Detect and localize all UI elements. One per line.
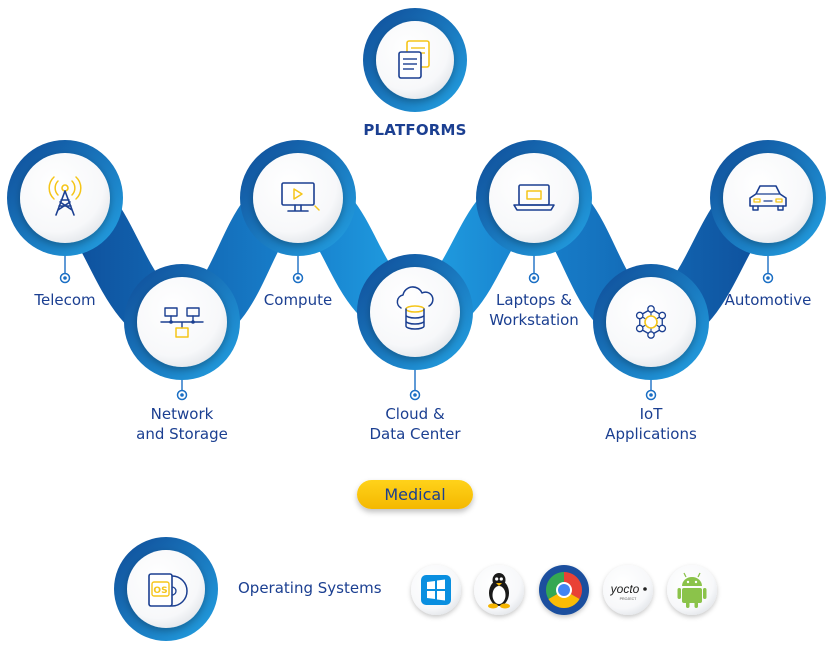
desktop-monitor-icon bbox=[281, 182, 320, 212]
linux-tux-icon[interactable] bbox=[474, 565, 524, 615]
platform-label-compute: Compute bbox=[264, 290, 332, 310]
medical-pill[interactable]: Medical bbox=[357, 480, 473, 509]
marker-dot-center bbox=[649, 393, 653, 397]
platform-node-telecom[interactable] bbox=[7, 140, 123, 284]
android-leg bbox=[694, 601, 698, 608]
android-arm bbox=[703, 588, 707, 599]
marker-dot-center bbox=[413, 393, 417, 397]
platform-label-cloud-data-center: Cloud & Data Center bbox=[369, 404, 460, 444]
android-eye bbox=[694, 580, 698, 584]
laptop-icon bbox=[513, 184, 555, 211]
platform-node-iot-applications[interactable] bbox=[593, 264, 709, 401]
label-line: Network bbox=[150, 405, 214, 423]
tux-beak bbox=[496, 583, 502, 586]
android-logo-icon[interactable] bbox=[667, 565, 717, 615]
tux-foot bbox=[488, 603, 498, 609]
android-head bbox=[682, 577, 702, 586]
label-line: and Storage bbox=[136, 425, 228, 443]
chrome-logo-icon[interactable] bbox=[539, 565, 589, 615]
android-body bbox=[682, 588, 702, 603]
platforms-title: PLATFORMS bbox=[363, 121, 467, 139]
yocto-wordmark: yocto bbox=[610, 582, 640, 596]
platform-label-laptops-workstation: Laptops & Workstation bbox=[489, 290, 579, 330]
network-icon bbox=[160, 307, 204, 338]
node-face bbox=[723, 153, 813, 243]
platform-node-automotive[interactable] bbox=[710, 140, 826, 284]
node-face bbox=[20, 153, 110, 243]
label-line: Laptops & bbox=[496, 291, 572, 309]
tux-belly bbox=[492, 586, 506, 604]
platform-node-cloud-data-center[interactable] bbox=[357, 254, 473, 401]
chrome-center bbox=[558, 584, 570, 596]
windows-logo-icon[interactable] bbox=[411, 565, 461, 615]
tux-eye bbox=[499, 577, 503, 581]
os-badge-text: OS bbox=[153, 586, 167, 596]
label-line: Applications bbox=[605, 425, 697, 443]
marker-dot-center bbox=[180, 393, 184, 397]
tux-eye bbox=[495, 577, 499, 581]
label-line: Automotive bbox=[724, 291, 812, 309]
platform-label-iot-applications: IoT Applications bbox=[605, 404, 697, 444]
chrome-yellow bbox=[548, 590, 580, 609]
windows-panes bbox=[427, 579, 445, 601]
label-line: Data Center bbox=[369, 425, 461, 443]
documents-icon bbox=[398, 40, 430, 79]
yocto-dot bbox=[643, 587, 647, 591]
windows-tile bbox=[421, 575, 451, 605]
platforms-badge bbox=[363, 8, 467, 112]
platform-node-compute[interactable] bbox=[240, 140, 356, 284]
android-arm bbox=[677, 588, 681, 599]
label-line: Cloud & bbox=[385, 405, 445, 423]
platform-node-network-storage[interactable] bbox=[124, 264, 240, 401]
android-antenna bbox=[683, 572, 701, 578]
cloud-database-icon bbox=[396, 286, 434, 330]
label-line: IoT bbox=[639, 405, 663, 423]
marker-dot-center bbox=[296, 276, 300, 280]
yocto-subtext: PROJECT bbox=[620, 597, 638, 601]
marker-dot-center bbox=[63, 276, 67, 280]
android-leg bbox=[686, 601, 690, 608]
os-disc-icon: OS bbox=[148, 573, 188, 607]
label-line: Compute bbox=[263, 291, 333, 309]
platform-label-automotive: Automotive bbox=[725, 290, 812, 310]
tux-foot bbox=[500, 603, 510, 609]
tux-head bbox=[492, 573, 506, 587]
label-line: Telecom bbox=[34, 291, 96, 309]
node-face bbox=[489, 153, 579, 243]
node-face bbox=[253, 153, 343, 243]
cell-tower-icon bbox=[48, 176, 82, 216]
platform-node-laptops-workstation[interactable] bbox=[476, 140, 592, 284]
logo-disc bbox=[603, 565, 653, 615]
android-eye bbox=[686, 580, 690, 584]
iot-hub-icon bbox=[635, 305, 667, 339]
platform-label-network-storage: Network and Storage bbox=[136, 404, 228, 444]
platform-label-telecom: Telecom bbox=[34, 290, 95, 310]
marker-dot-center bbox=[766, 276, 770, 280]
marker-dot-center bbox=[532, 276, 536, 280]
operating-systems-label: Operating Systems bbox=[238, 579, 382, 597]
label-line: Workstation bbox=[489, 311, 579, 329]
os-badge: OS bbox=[114, 537, 218, 641]
car-icon bbox=[749, 185, 787, 211]
